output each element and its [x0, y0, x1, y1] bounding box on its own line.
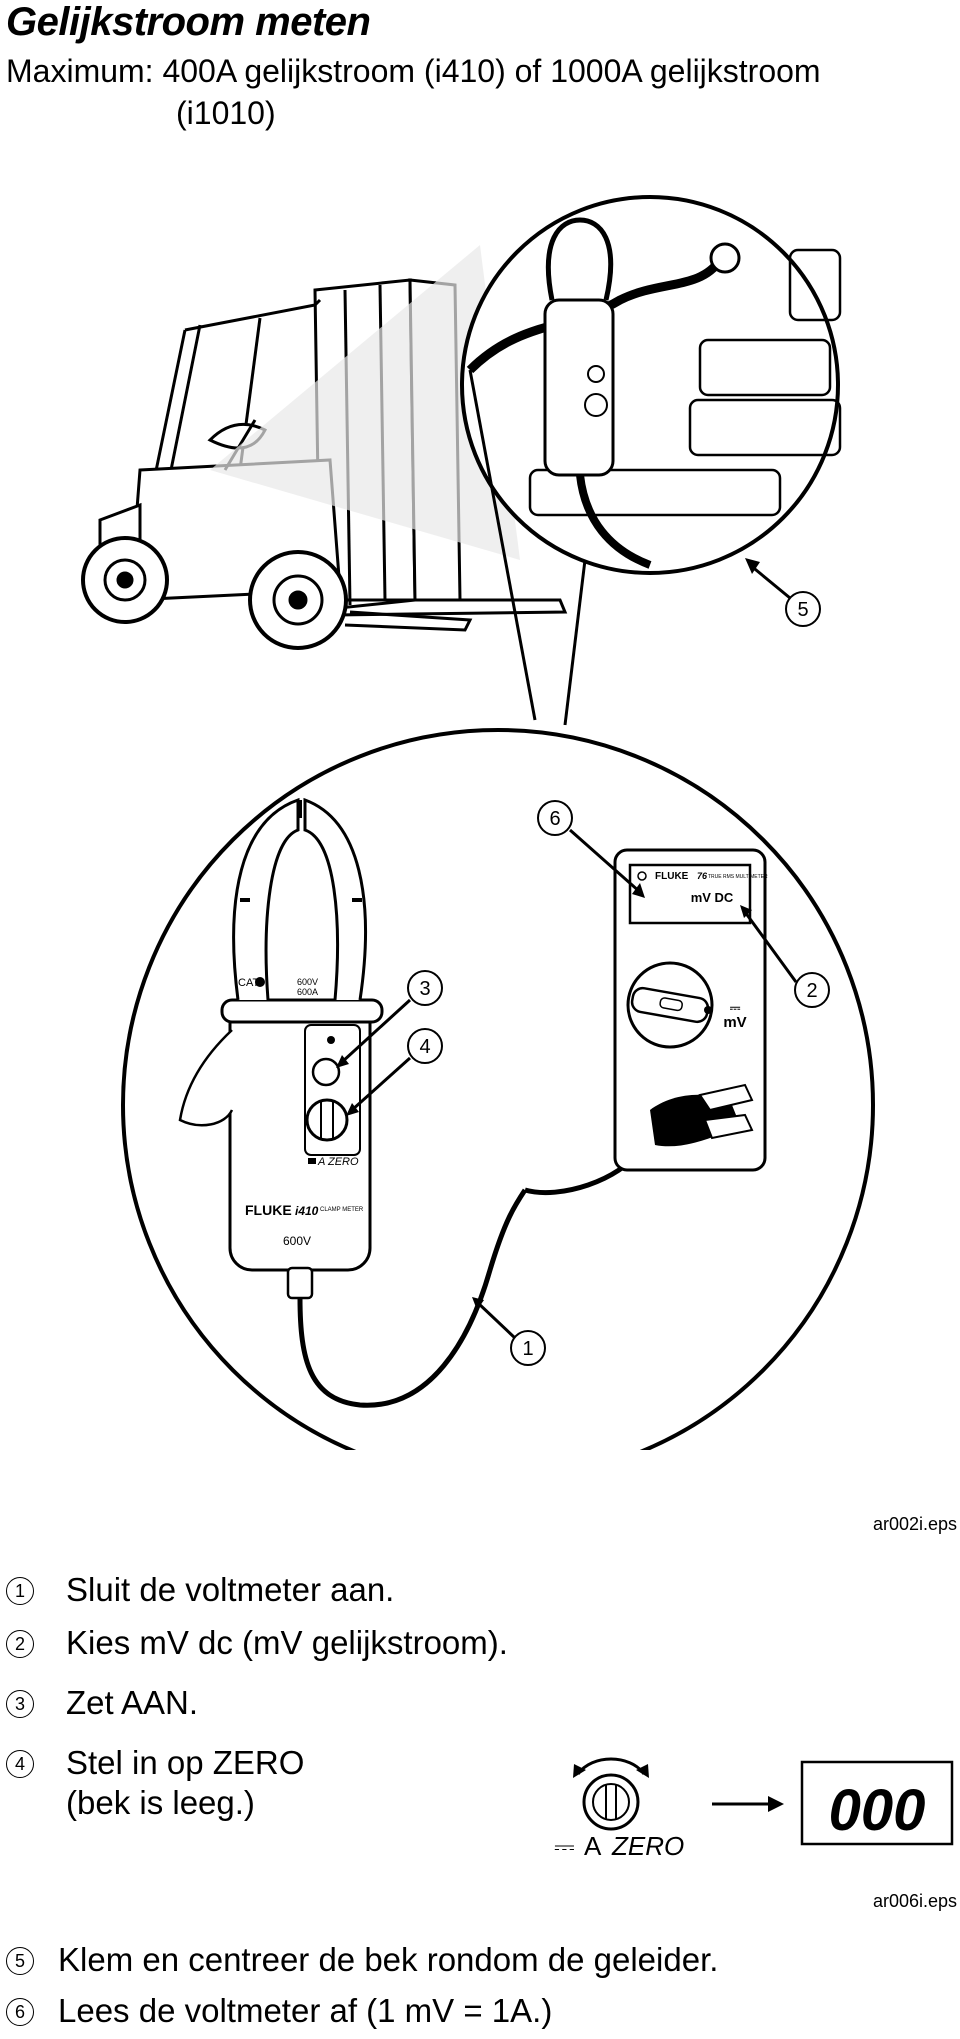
multimeter-model-label: 76 — [697, 871, 708, 881]
multimeter-brand-logo: FLUKE — [655, 871, 689, 882]
clamp-voltage-label: 600V — [283, 1234, 311, 1248]
step-number-1: 1 — [6, 1577, 34, 1605]
callout-circle-6 — [537, 800, 573, 836]
steps-list-2: 5 Klem en centreer de bek rondom de gele… — [6, 1940, 806, 2035]
clamp-rating-voltage: 600V — [297, 977, 318, 987]
clamp-model-sub: CLAMP METER — [320, 1207, 364, 1213]
callout-circle-3 — [407, 970, 443, 1006]
step-text-6: Lees de voltmeter af (1 mV = 1A.) — [58, 1992, 553, 2029]
callout-circle-1 — [510, 1330, 546, 1366]
zero-dc-symbol: ⎓ — [554, 1831, 575, 1861]
forklift-measurement-illustration: 5 CAT 600V 600A A ZERO FLUKE i410 CLAMP … — [81, 195, 875, 1450]
clamp-rating-current: 600A — [297, 987, 318, 997]
step-text-4b: (bek is leeg.) — [66, 1784, 255, 1821]
connector-line — [563, 559, 587, 726]
figure1-eps-label: ar002i.eps — [873, 1514, 958, 1534]
steps-list: 1 Sluit de voltmeter aan. 2 Kies mV dc (… — [6, 1570, 606, 1850]
zero-display-readout: 000 — [829, 1778, 926, 1843]
callout-number-2: 2 — [806, 980, 817, 1002]
zoom-circle-clamp-meter: CAT 600V 600A A ZERO FLUKE i410 CLAMP ME… — [121, 728, 875, 1450]
multimeter-display-readout: mV DC — [691, 890, 734, 905]
callout-number-6: 6 — [549, 808, 560, 830]
zoom-beam — [210, 245, 520, 560]
callout-number-5: 5 — [797, 599, 808, 621]
step-text-2: Kies mV dc (mV gelijkstroom). — [66, 1624, 508, 1661]
multimeter-range-label: mV — [723, 1014, 746, 1031]
multimeter-dc-symbol: ⎓ — [730, 1000, 741, 1015]
clamp-model-label: i410 — [295, 1204, 319, 1218]
subtitle-line1: Maximum: 400A gelijkstroom (i410) of 100… — [6, 53, 821, 89]
step-number-6: 6 — [6, 1998, 34, 2026]
clamp-cat-label: CAT — [238, 977, 259, 989]
step-number-4: 4 — [6, 1750, 34, 1778]
step-text-4a: Stel in op ZERO — [66, 1744, 305, 1781]
clamp-zero-label: A ZERO — [317, 1156, 359, 1168]
step-text-3: Zet AAN. — [66, 1684, 199, 1721]
callout-circle-4 — [407, 1028, 443, 1064]
step-number-3: 3 — [6, 1690, 34, 1718]
callout-number-1: 1 — [522, 1338, 533, 1360]
clamp-brand-logo: FLUKE — [245, 1202, 292, 1218]
callout-number-3: 3 — [419, 978, 430, 1000]
zero-a-label: A — [584, 1831, 602, 1861]
figure2-eps-label: ar006i.eps — [873, 1891, 958, 1911]
zero-illustration: ⎓ A ZERO 000 — [554, 1757, 954, 1861]
subtitle-line2: (i1010) — [176, 95, 276, 131]
zoom-circle-battery — [460, 195, 842, 575]
multimeter-model-sub: TRUE RMS MULTIMETER — [708, 874, 768, 880]
page-title: Gelijkstroom meten — [6, 0, 371, 44]
step-text-5: Klem en centreer de bek rondom de geleid… — [58, 1941, 719, 1978]
callout-circle-2 — [794, 972, 830, 1008]
connector-line — [468, 369, 537, 721]
step-number-5: 5 — [6, 1947, 34, 1975]
step-number-2: 2 — [6, 1630, 34, 1658]
callout-number-4: 4 — [419, 1036, 430, 1058]
callout-circle-5 — [785, 591, 821, 627]
step-text-1: Sluit de voltmeter aan. — [66, 1571, 395, 1608]
zero-label: ZERO — [611, 1831, 684, 1861]
